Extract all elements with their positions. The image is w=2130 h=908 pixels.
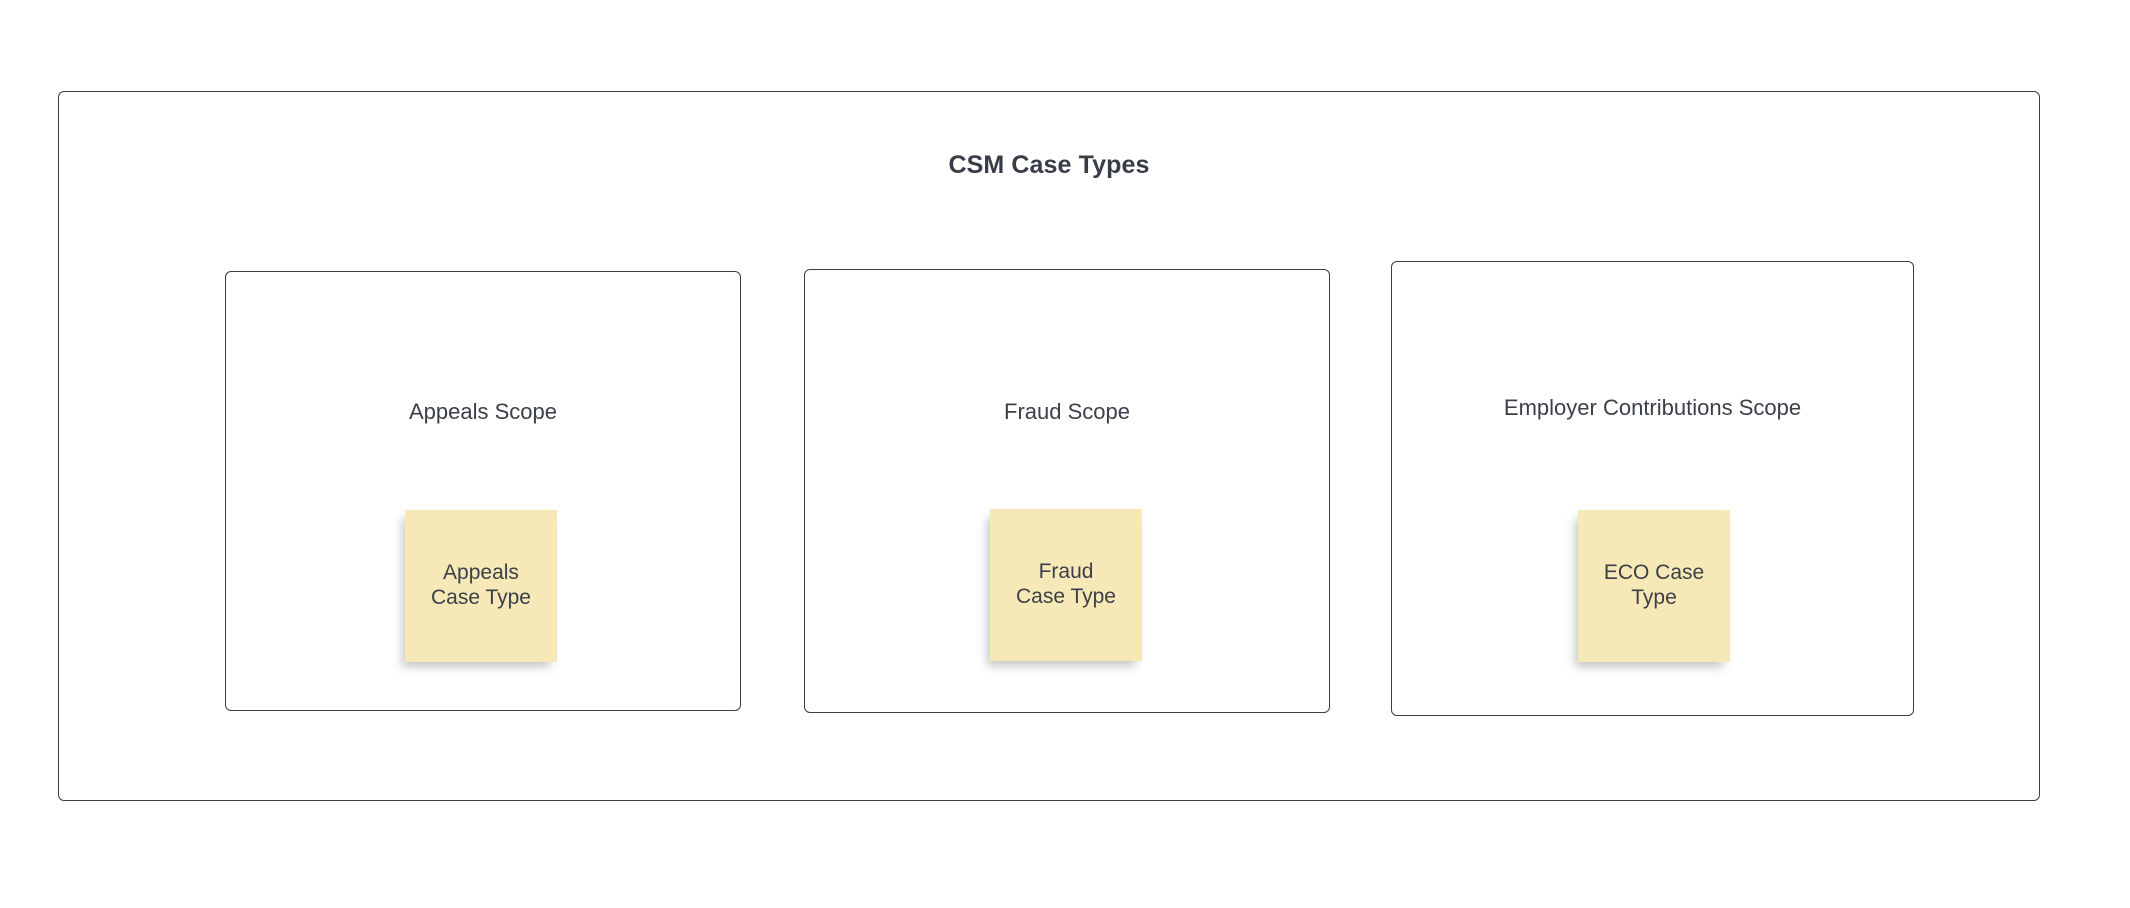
scope-card-employer-contributions[interactable]: Employer Contributions Scope ECO Case Ty… <box>1391 261 1914 716</box>
sticky-note-fraud-case-type[interactable]: Fraud Case Type <box>990 509 1142 661</box>
csm-case-types-diagram: CSM Case Types Appeals Scope Appeals Cas… <box>58 91 2040 801</box>
scope-card-label: Fraud Scope <box>1004 399 1130 424</box>
scope-card-label: Employer Contributions Scope <box>1503 395 1802 420</box>
scope-card-label: Appeals Scope <box>409 399 557 424</box>
sticky-note-appeals-case-type[interactable]: Appeals Case Type <box>405 510 557 662</box>
scope-card-appeals[interactable]: Appeals Scope Appeals Case Type <box>225 271 741 711</box>
sticky-note-label: ECO Case Type <box>1603 561 1705 609</box>
sticky-note-eco-case-type[interactable]: ECO Case Type <box>1578 510 1730 662</box>
sticky-note-label: Fraud Case Type <box>1015 560 1116 608</box>
scope-card-group: Appeals Scope Appeals Case Type Fraud Sc… <box>59 92 2039 800</box>
scope-card-fraud[interactable]: Fraud Scope Fraud Case Type <box>804 269 1330 713</box>
sticky-note-label: Appeals Case Type <box>430 561 531 609</box>
diagram-title: CSM Case Types <box>948 151 1150 179</box>
